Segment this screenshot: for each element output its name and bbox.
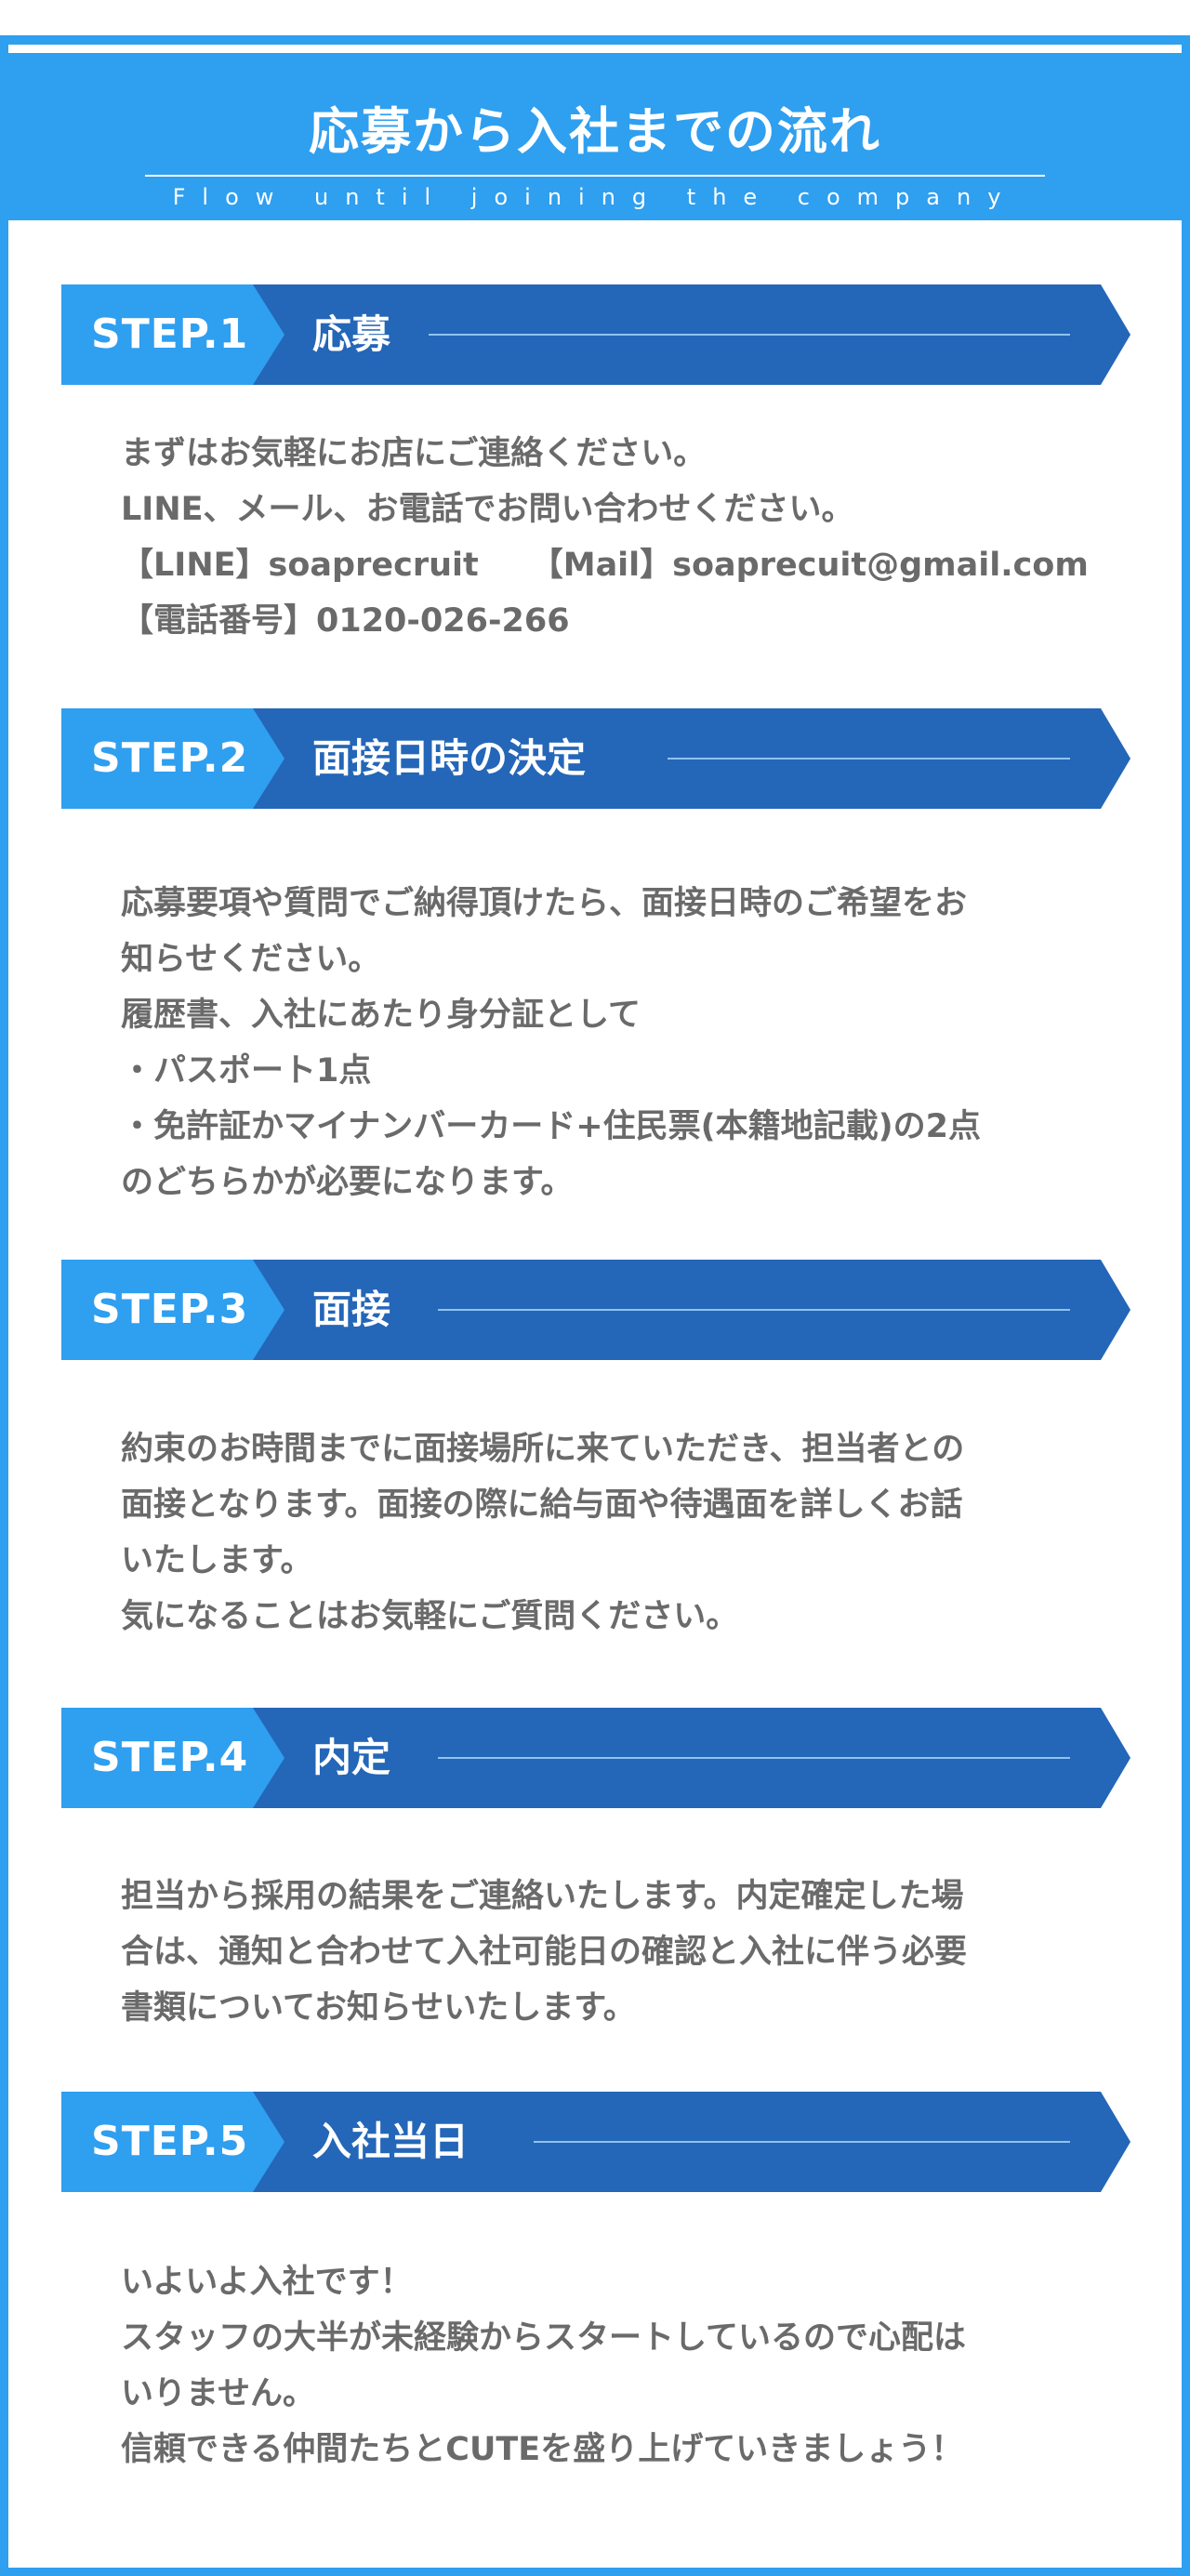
step-3-line-4: 気になることはお気軽にご質問ください。 (121, 1598, 739, 1635)
step-3-line (438, 1309, 1070, 1311)
contact-mail: 【Mail】soaprecuit@gmail.com (530, 547, 1089, 584)
step-3-body: 約束のお時間までに面接場所に来ていただき、担当者との 面接となります。面接の際に… (121, 1421, 1078, 1645)
step-3-label: STEP.3 (91, 1286, 249, 1333)
step-3-line-1: 約束のお時間までに面接場所に来ていただき、担当者との (121, 1431, 965, 1468)
step-2-body: 応募要項や質問でご納得頂けたら、面接日時のご希望をお 知らせください。 履歴書、… (121, 876, 1078, 1210)
step-4-line-1: 担当から採用の結果をご連絡いたします。内定確定した場 (121, 1878, 964, 1915)
step-4-line (438, 1757, 1070, 1759)
step-2-line-2: 知らせください。 (121, 941, 381, 978)
step-5-label: STEP.5 (91, 2118, 249, 2165)
step-3-line-3: いたします。 (121, 1542, 313, 1579)
page-subtitle: Flow until joining the company (172, 184, 1018, 210)
step-5-body: いよいよ入社です！ スタッフの大半が未経験からスタートしているので心配は いりま… (121, 2254, 1078, 2477)
step-5-line (534, 2141, 1070, 2143)
step-2-bar: STEP.2 面接日時の決定 (61, 708, 1130, 809)
header-divider (145, 175, 1045, 177)
step-3-line-2: 面接となります。面接の際に給与面や待遇面を詳しくお話 (121, 1486, 963, 1524)
step-2-line-6: のどちらかが必要になります。 (121, 1164, 574, 1201)
step-4-body: 担当から採用の結果をご連絡いたします。内定確定した場 合は、通知と合わせて入社可… (121, 1869, 1078, 2036)
step-5-title: 入社当日 (312, 2119, 469, 2164)
step-4-title: 内定 (312, 1735, 391, 1780)
contact-line-id: 【LINE】soaprecruit (121, 547, 479, 584)
step-3-title: 面接 (312, 1287, 391, 1332)
step-1-line-2: LINE、メール、お電話でお問い合わせください。 (121, 491, 854, 528)
contact-phone: 【電話番号】0120-026-266 (121, 602, 570, 640)
step-1-bar: STEP.1 応募 (61, 284, 1130, 385)
step-1-body: まずはお気軽にお店にご連絡ください。 LINE、メール、お電話でお問い合わせくだ… (121, 426, 1089, 649)
step-1-label: STEP.1 (91, 310, 249, 358)
step-2-line-1: 応募要項や質問でご納得頂けたら、面接日時のご希望をお (121, 885, 968, 922)
step-2-line (668, 758, 1070, 760)
step-2-line-4: ・パスポート1点 (121, 1052, 372, 1090)
step-1-line-1: まずはお気軽にお店にご連絡ください。 (121, 435, 707, 472)
step-4-label: STEP.4 (91, 1734, 249, 1781)
step-4-line-3: 書類についてお知らせいたします。 (121, 1989, 636, 2027)
step-2-label: STEP.2 (91, 734, 249, 782)
step-1-contact-row: 【LINE】soaprecruit 【Mail】soaprecuit@gmail.… (121, 537, 1089, 593)
step-2-line-5: ・免許証かマイナンバーカード+住民票(本籍地記載)の2点 (121, 1108, 981, 1145)
step-1-title: 応募 (312, 311, 391, 357)
step-2-title: 面接日時の決定 (312, 735, 587, 781)
step-5-line-3: いりません。 (121, 2375, 315, 2412)
step-5-line-4: 信頼できる仲間たちとCUTEを盛り上げていきましょう！ (121, 2431, 964, 2468)
header-banner (0, 53, 1190, 220)
step-2-arrow-shape (61, 708, 1130, 809)
step-5-line-1: いよいよ入社です！ (121, 2264, 413, 2301)
step-5-line-2: スタッフの大半が未経験からスタートしているので心配は (121, 2319, 966, 2357)
step-4-bar: STEP.4 内定 (61, 1708, 1130, 1808)
step-2-line-3: 履歴書、入社にあたり身分証として (121, 997, 641, 1034)
step-4-line-2: 合は、通知と合わせて入社可能日の確認と入社に伴う必要 (121, 1934, 968, 1971)
step-5-bar: STEP.5 入社当日 (61, 2092, 1130, 2192)
step-1-line (429, 334, 1070, 336)
page-title: 応募から入社までの流れ (309, 102, 881, 161)
step-3-bar: STEP.3 面接 (61, 1260, 1130, 1360)
